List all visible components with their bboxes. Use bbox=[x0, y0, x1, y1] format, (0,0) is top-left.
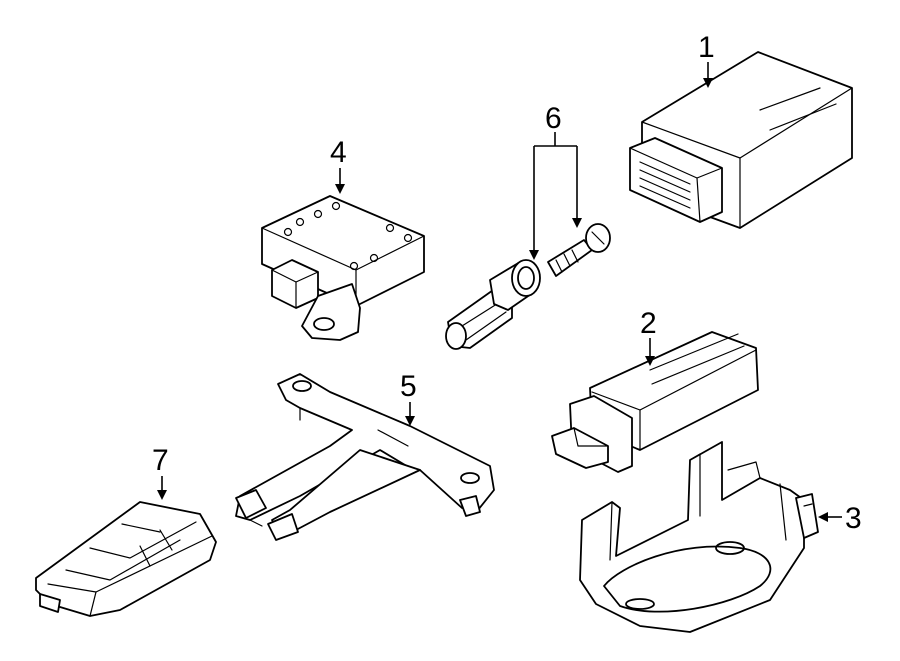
callout-number-2: 2 bbox=[640, 307, 657, 340]
part-4-sensor bbox=[261, 195, 425, 341]
callout-leader-6 bbox=[529, 132, 582, 260]
part-6-screw bbox=[547, 223, 611, 277]
part-2-sensor-module bbox=[551, 331, 759, 473]
callout-number-6: 6 bbox=[545, 102, 562, 135]
part-6-valve-stem bbox=[445, 259, 541, 350]
part-1-control-module bbox=[629, 51, 853, 229]
callout-leader-3 bbox=[818, 512, 842, 522]
callout-leader-1 bbox=[703, 62, 713, 88]
callout-number-1: 1 bbox=[698, 31, 715, 64]
part-5-bracket bbox=[235, 373, 495, 541]
callout-number-4: 4 bbox=[330, 136, 347, 169]
part-3-bracket-tray bbox=[579, 441, 819, 633]
callout-leader-2 bbox=[645, 338, 655, 366]
callout-leader-7 bbox=[157, 476, 167, 500]
callout-leader-5 bbox=[405, 402, 415, 426]
callout-number-7: 7 bbox=[152, 444, 169, 477]
part-7-cover bbox=[35, 501, 217, 617]
callout-leader-4 bbox=[335, 168, 345, 194]
callout-number-3: 3 bbox=[845, 502, 862, 535]
callout-number-5: 5 bbox=[400, 370, 417, 403]
